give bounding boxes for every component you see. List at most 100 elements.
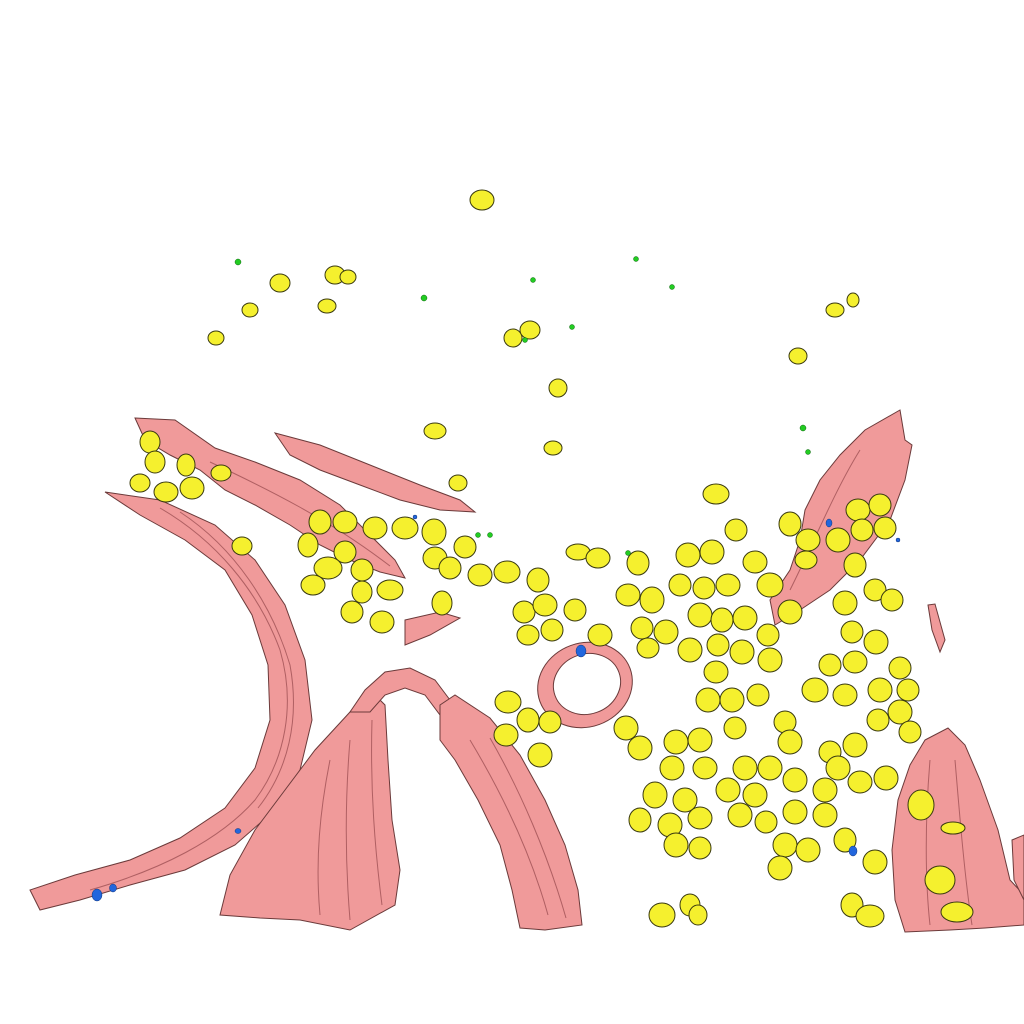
- yellow-cell: [332, 510, 358, 534]
- green-dot: [805, 449, 811, 455]
- yellow-cell: [812, 777, 838, 803]
- yellow-cell: [144, 450, 166, 474]
- yellow-cell: [777, 729, 803, 755]
- yellow-cell: [339, 269, 357, 285]
- yellow-cell: [376, 579, 404, 601]
- pink-fiber-streaks: [89, 449, 973, 926]
- yellow-cell: [924, 865, 956, 895]
- yellow-cell: [467, 563, 493, 587]
- yellow-cell: [866, 708, 890, 732]
- yellow-cell: [788, 347, 808, 365]
- yellow-cell: [867, 677, 893, 703]
- yellow-cell: [795, 528, 821, 552]
- yellow-cell: [585, 547, 611, 569]
- yellow-cell: [825, 527, 851, 553]
- yellow-cell: [659, 755, 685, 781]
- yellow-cell: [715, 777, 741, 803]
- yellow-cell: [210, 464, 232, 482]
- yellow-cell: [630, 616, 654, 640]
- yellow-cell: [832, 683, 858, 707]
- yellow-cell: [308, 509, 332, 535]
- green-dot: [234, 258, 242, 266]
- yellow-cell: [639, 586, 665, 614]
- yellow-cell: [351, 580, 373, 604]
- yellow-cell: [516, 624, 540, 646]
- yellow-cell: [896, 678, 920, 702]
- yellow-cell: [340, 600, 364, 624]
- blue-dot: [895, 537, 901, 543]
- yellow-cell: [532, 593, 558, 617]
- yellow-cell: [692, 576, 716, 600]
- yellow-cell: [179, 476, 205, 500]
- yellow-cell: [333, 540, 357, 564]
- yellow-cell: [772, 832, 798, 858]
- yellow-cell: [139, 430, 161, 454]
- green-dot: [530, 277, 536, 283]
- yellow-cell: [756, 623, 780, 647]
- yellow-cell: [862, 849, 888, 875]
- yellow-cell: [782, 799, 808, 825]
- yellow-cell: [887, 699, 913, 725]
- yellow-cell: [845, 498, 871, 522]
- blue-dot: [848, 845, 858, 857]
- yellow-cell: [710, 607, 734, 633]
- yellow-cell: [648, 902, 676, 928]
- yellow-cell: [207, 330, 225, 346]
- yellow-cell: [431, 590, 453, 616]
- yellow-cell: [587, 623, 613, 647]
- yellow-cell: [176, 453, 196, 477]
- yellow-cell: [840, 620, 864, 644]
- pink-fiber-upper-strip: [273, 432, 477, 513]
- blue-dot: [234, 828, 242, 834]
- green-dot: [799, 424, 807, 432]
- blue-dot: [825, 518, 833, 528]
- yellow-cell: [663, 832, 689, 858]
- green-dot: [487, 532, 493, 538]
- yellow-cell: [777, 599, 803, 625]
- yellow-cell: [723, 716, 747, 740]
- yellow-cell: [538, 710, 562, 734]
- yellow-cell: [699, 539, 725, 565]
- yellow-cell: [153, 481, 179, 503]
- yellow-cell: [687, 727, 713, 753]
- yellow-cell: [729, 639, 755, 665]
- yellow-cell: [615, 583, 641, 607]
- pink-fiber-center-left: [219, 689, 401, 931]
- yellow-cell: [317, 298, 337, 314]
- green-dots: [234, 256, 811, 556]
- yellow-cell: [898, 720, 922, 744]
- yellow-cell: [907, 789, 935, 821]
- green-dot: [625, 550, 631, 556]
- yellow-cell: [703, 660, 729, 684]
- yellow-cell: [687, 602, 713, 628]
- green-dot: [669, 284, 675, 290]
- yellow-cell: [688, 836, 712, 860]
- pink-fiber-small-right: [927, 603, 946, 654]
- yellow-cell: [653, 619, 679, 645]
- yellow-cell: [818, 653, 842, 677]
- yellow-cell: [742, 550, 768, 574]
- yellow-cell: [868, 493, 892, 517]
- yellow-cell: [526, 567, 550, 593]
- yellow-cell: [512, 600, 536, 624]
- yellow-cell: [297, 532, 319, 558]
- pink-fiber-upper-left: [134, 417, 406, 579]
- blue-dots: [91, 514, 901, 902]
- yellow-cell: [350, 558, 374, 582]
- yellow-cell: [519, 320, 541, 340]
- yellow-cell: [825, 302, 845, 318]
- green-dot: [420, 294, 428, 302]
- yellow-cell: [231, 536, 253, 556]
- yellow-cell: [687, 806, 713, 830]
- yellow-cell: [756, 572, 784, 598]
- blue-dot: [91, 888, 103, 902]
- yellow-cell: [863, 578, 887, 602]
- yellow-cell: [940, 821, 966, 835]
- yellow-cell: [846, 292, 860, 308]
- yellow-cell: [746, 683, 770, 707]
- yellow-cell: [453, 535, 477, 559]
- yellow-cell: [663, 729, 689, 755]
- yellow-cell: [642, 781, 668, 809]
- yellow-cell: [675, 542, 701, 568]
- yellow-cell: [724, 518, 748, 542]
